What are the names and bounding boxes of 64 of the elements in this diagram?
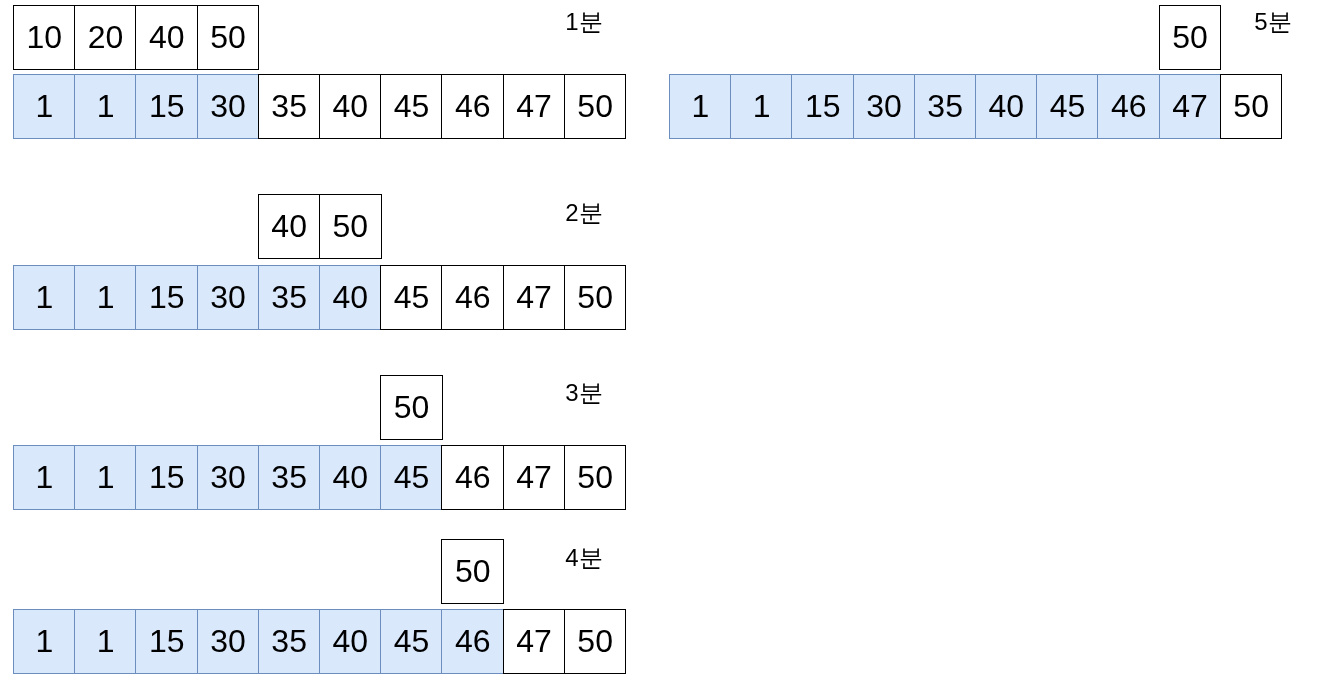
number-cell: 40 — [257, 194, 321, 259]
number-cell: 45 — [380, 445, 443, 510]
number-cell: 30 — [196, 74, 260, 139]
number-cell: 50 — [1219, 74, 1283, 139]
number-cell: 50 — [563, 609, 627, 674]
number-cell: 30 — [852, 74, 916, 139]
number-cell: 40 — [319, 609, 382, 674]
number-cell: 35 — [257, 609, 321, 674]
number-cell: 10 — [13, 5, 76, 70]
number-cell: 30 — [196, 265, 260, 330]
time-label: 5분 — [1254, 10, 1292, 34]
number-cell: 35 — [257, 445, 321, 510]
number-cell: 46 — [1097, 74, 1161, 139]
number-cell: 1 — [74, 609, 137, 674]
number-cell: 46 — [441, 265, 505, 330]
number-cell: 15 — [135, 445, 199, 510]
number-cell: 15 — [135, 265, 199, 330]
number-cell: 1 — [13, 265, 76, 330]
number-cell: 50 — [196, 5, 260, 70]
number-cell: 15 — [791, 74, 855, 139]
number-cell: 46 — [441, 609, 505, 674]
number-cell: 1 — [730, 74, 793, 139]
number-cell: 40 — [319, 265, 382, 330]
number-cell: 40 — [975, 74, 1038, 139]
number-cell: 47 — [1158, 74, 1222, 139]
number-cell: 47 — [502, 609, 566, 674]
number-cell: 1 — [13, 74, 76, 139]
number-cell: 40 — [135, 5, 199, 70]
number-cell: 50 — [563, 445, 627, 510]
number-cell: 50 — [1158, 5, 1222, 70]
number-cell: 30 — [196, 445, 260, 510]
number-cell: 50 — [563, 265, 627, 330]
number-cell: 40 — [319, 445, 382, 510]
number-cell: 1 — [669, 74, 732, 139]
number-cell: 35 — [913, 74, 977, 139]
number-cell: 47 — [502, 74, 566, 139]
number-cell: 47 — [502, 445, 566, 510]
number-cell: 40 — [319, 74, 382, 139]
number-cell: 1 — [74, 74, 137, 139]
number-cell: 30 — [196, 609, 260, 674]
time-label: 3분 — [565, 381, 603, 405]
number-cell: 20 — [74, 5, 137, 70]
time-label: 4분 — [565, 546, 603, 570]
number-cell: 1 — [74, 445, 137, 510]
number-cell: 50 — [441, 539, 505, 604]
number-cell: 50 — [563, 74, 627, 139]
number-cell: 1 — [13, 445, 76, 510]
number-cell: 1 — [13, 609, 76, 674]
number-cell: 35 — [257, 265, 321, 330]
number-cell: 45 — [380, 265, 443, 330]
number-cell: 47 — [502, 265, 566, 330]
number-cell: 46 — [441, 74, 505, 139]
number-cell: 15 — [135, 609, 199, 674]
number-cell: 35 — [257, 74, 321, 139]
time-label: 2분 — [565, 201, 603, 225]
number-cell: 46 — [441, 445, 505, 510]
number-cell: 1 — [74, 265, 137, 330]
number-cell: 45 — [380, 609, 443, 674]
number-cell: 15 — [135, 74, 199, 139]
time-label: 1분 — [565, 10, 603, 34]
number-cell: 45 — [1036, 74, 1099, 139]
number-cell: 50 — [319, 194, 382, 259]
number-cell: 45 — [380, 74, 443, 139]
number-cell: 50 — [380, 375, 443, 440]
